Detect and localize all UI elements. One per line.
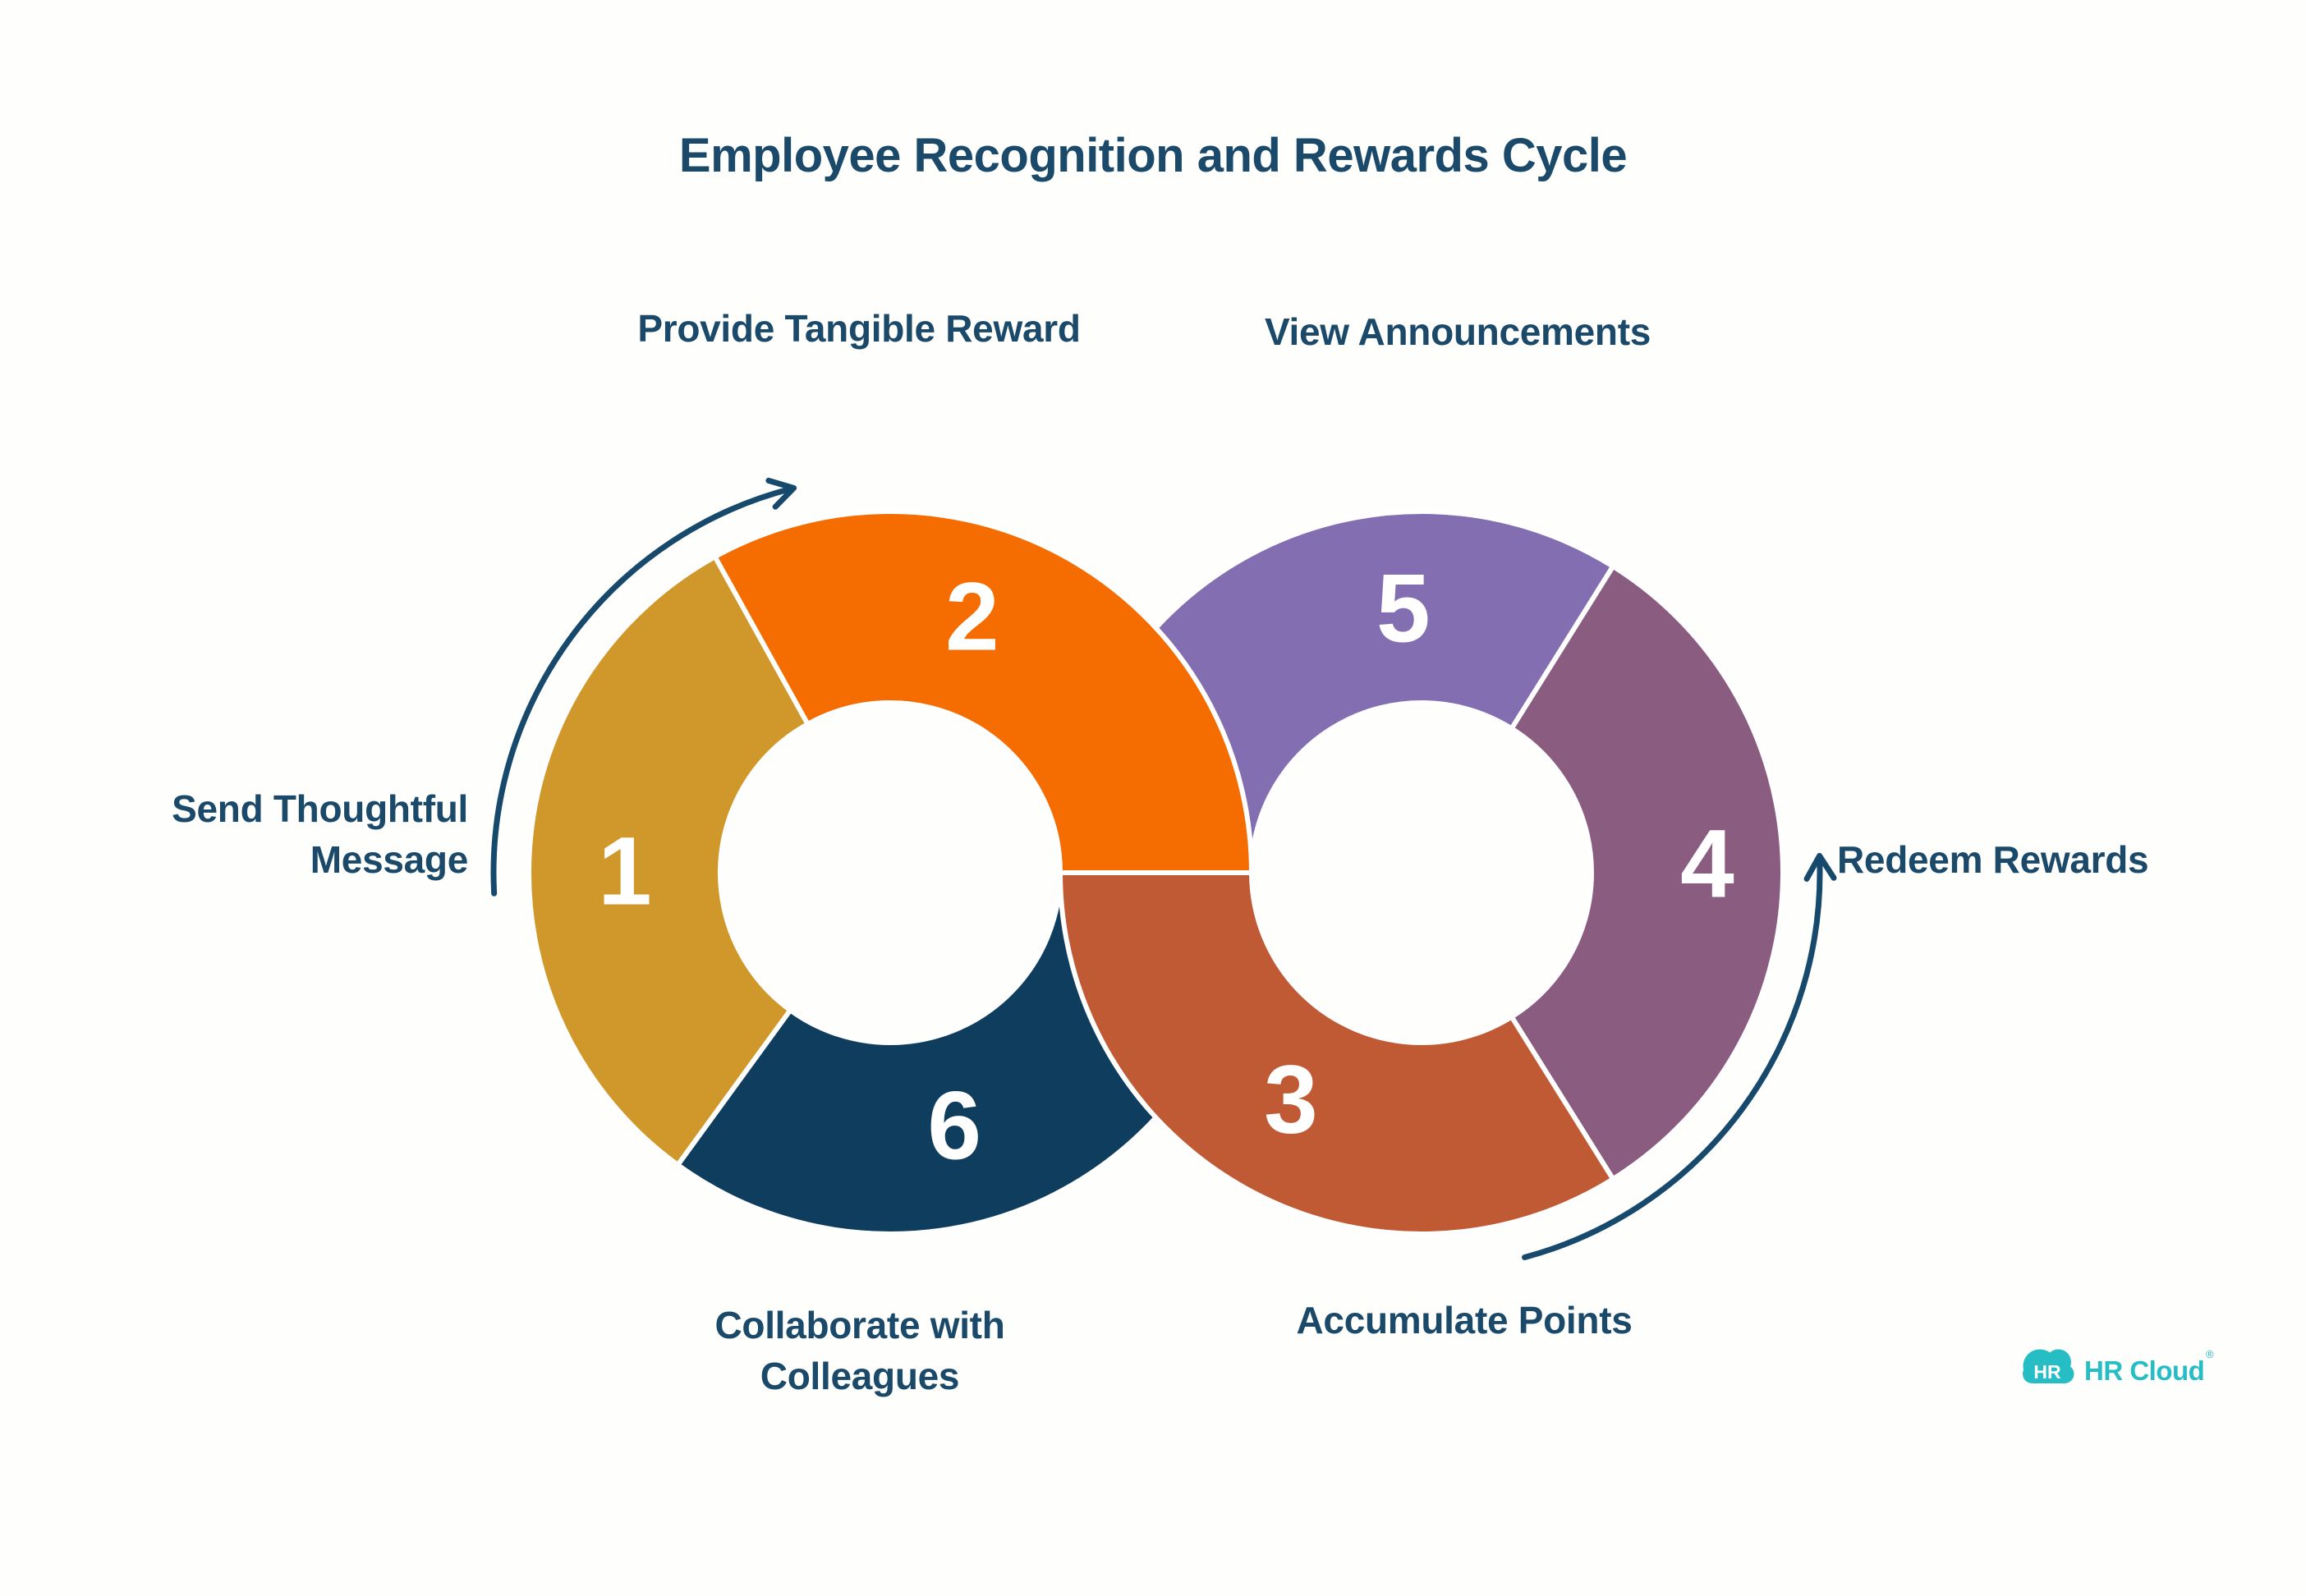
- segment-1-number: 1: [598, 817, 652, 926]
- segment-2-number: 2: [944, 562, 999, 672]
- label-redeem-rewards: Redeem Rewards: [1837, 838, 2149, 881]
- arrow-1-to-2: [490, 477, 797, 897]
- segment-5-number: 5: [1376, 554, 1431, 663]
- label-send-thoughtful-message: Send Thoughtful Message: [172, 787, 468, 881]
- cloud-icon: [2023, 1349, 2074, 1383]
- label-view-announcements: View Announcements: [1264, 310, 1651, 353]
- segment-4-number: 4: [1680, 809, 1734, 919]
- label-provide-tangible-reward: Provide Tangible Reward: [637, 307, 1081, 350]
- segment-1: [526, 554, 811, 1167]
- hrcloud-logo: HR HR Cloud ®: [2019, 1337, 2224, 1394]
- flow-arrows: [490, 477, 1837, 1260]
- segment-3-number: 3: [1264, 1045, 1318, 1154]
- label-collaborate-with-colleagues: Collaborate with Colleagues: [714, 1304, 1005, 1397]
- logo-badge-text: HR: [2033, 1361, 2061, 1383]
- segment-2: [712, 509, 1254, 875]
- segment-3: [1058, 870, 1616, 1236]
- segment-6-number: 6: [927, 1071, 981, 1181]
- logo-brand-text: HR Cloud: [2084, 1355, 2204, 1386]
- registered-mark: ®: [2206, 1348, 2214, 1360]
- arrow-3-to-4: [1522, 852, 1837, 1260]
- diagram-title: Employee Recognition and Rewards Cycle: [678, 129, 1628, 182]
- donut-segments: [526, 509, 1785, 1237]
- label-accumulate-points: Accumulate Points: [1296, 1299, 1633, 1341]
- segment-4: [1509, 563, 1785, 1182]
